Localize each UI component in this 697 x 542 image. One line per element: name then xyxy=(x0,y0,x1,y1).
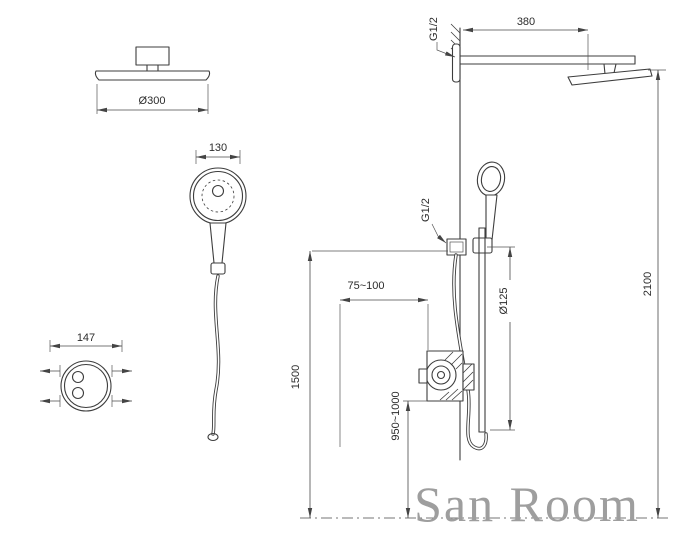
thread-label-outlet: G1/2 xyxy=(420,198,432,222)
ceiling-mount-shape xyxy=(135,46,170,66)
valve-stem-shape xyxy=(418,368,428,384)
installation-diagram: G1/2 380 2100 G1/2 xyxy=(290,16,668,519)
mixer-plate-inner xyxy=(63,363,109,409)
dim-arm-length-label: 380 xyxy=(517,16,535,28)
hand-shower-nozzle-ring xyxy=(201,179,235,213)
docked-hand-shower xyxy=(476,161,506,197)
hand-shower-center-button xyxy=(211,184,225,198)
dim-overhead-diameter-label: Ø300 xyxy=(139,95,166,107)
concealed-valve xyxy=(418,350,475,402)
hose-connector-shape xyxy=(210,262,226,275)
dim-mixer-width-label: 147 xyxy=(77,332,95,344)
mixer-button-bottom xyxy=(71,386,85,400)
overhead-head-profile-shape xyxy=(567,68,653,86)
dim-valve-depth-label: 75~100 xyxy=(347,280,384,292)
hose-end-cap xyxy=(207,432,219,442)
docked-handle-shape xyxy=(485,194,498,241)
mixer-button-top xyxy=(71,370,85,384)
mixer-plate-outer xyxy=(60,360,112,412)
mixer-front-view: 147 xyxy=(40,332,132,412)
dim-valve-height-label: 950~1000 xyxy=(390,391,402,440)
watermark-text: San Room xyxy=(414,476,640,532)
slide-bracket-shape xyxy=(472,237,493,254)
dim-handshower-width-label: 130 xyxy=(209,142,227,154)
dim-outlet-height-label: 1500 xyxy=(290,365,302,389)
thread-label-arm: G1/2 xyxy=(428,17,440,41)
hand-shower-view: 130 xyxy=(189,142,247,442)
hand-shower-handle-shape xyxy=(209,222,227,264)
overhead-shower-side-view: Ø300 xyxy=(94,46,211,114)
overhead-shower-head-shape xyxy=(94,70,211,81)
hand-shower-face-ring xyxy=(192,170,244,222)
dim-bar-label: Ø125 xyxy=(498,288,510,315)
dim-overall-height-label: 2100 xyxy=(642,272,654,296)
water-outlet-inner xyxy=(449,241,464,253)
wall-flange-shape xyxy=(451,43,461,83)
